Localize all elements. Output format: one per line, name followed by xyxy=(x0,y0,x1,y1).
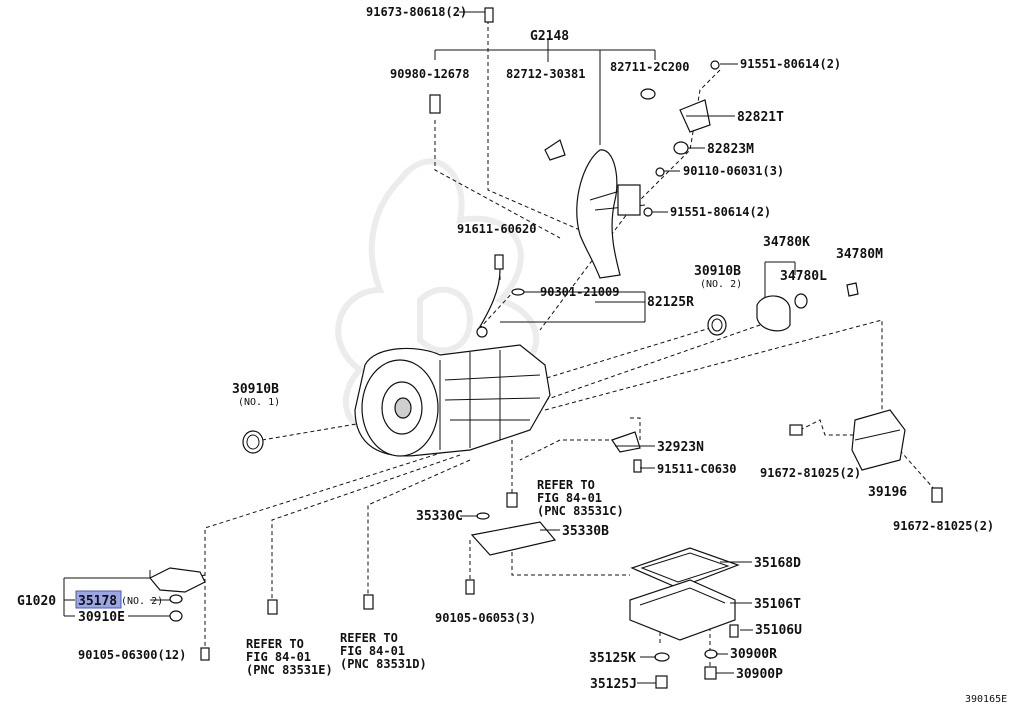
label-35106T[interactable]: 35106T xyxy=(754,597,801,612)
label-91673[interactable]: 91673-80618(2) xyxy=(366,5,467,19)
oil-seal-30910B-no2 xyxy=(707,314,727,336)
label-30900R[interactable]: 30900R xyxy=(730,647,777,662)
bolt-90110 xyxy=(655,167,665,177)
bolt-91673 xyxy=(484,7,494,23)
small-bracket-82712 xyxy=(544,139,566,161)
transmission-case xyxy=(354,344,551,457)
label-refer-a-2: FIG 84-01 xyxy=(537,491,602,505)
bolt-34780M xyxy=(846,282,859,297)
gasket-30910E xyxy=(169,610,183,622)
label-35168D[interactable]: 35168D xyxy=(754,556,801,571)
label-32923N[interactable]: 32923N xyxy=(657,440,704,455)
oil-seal-30910B-no1 xyxy=(242,430,264,454)
strainer-35330B xyxy=(470,521,557,556)
clip-82711 xyxy=(640,88,656,100)
label-35330B[interactable]: 35330B xyxy=(562,524,609,539)
bracket-39196 xyxy=(851,409,906,471)
sensor-ref-b xyxy=(267,599,278,615)
washer-35178-no2 xyxy=(169,594,183,604)
bracket-lines xyxy=(63,40,796,617)
label-90980[interactable]: 90980-12678 xyxy=(390,67,469,81)
magnet-35125K xyxy=(654,652,670,662)
label-30910B-no2[interactable]: 30910B xyxy=(694,264,741,279)
o-ring-34780L xyxy=(794,293,808,309)
label-82125R[interactable]: 82125R xyxy=(647,295,694,310)
bolt-90105-a xyxy=(465,579,475,595)
label-90110[interactable]: 90110-06031(3) xyxy=(683,164,784,178)
label-refer-b-1: REFER TO xyxy=(246,637,304,651)
bolt-91551-b xyxy=(643,207,653,217)
leader-lines xyxy=(179,20,936,670)
label-34780K[interactable]: 34780K xyxy=(763,235,810,250)
label-90301[interactable]: 90301-21009 xyxy=(540,285,619,299)
cover-35178 xyxy=(149,567,206,593)
label-35178-sub: (NO. 2) xyxy=(121,596,163,607)
label-91611[interactable]: 91611-60620 xyxy=(457,222,536,236)
sensor-ref-c xyxy=(363,594,374,610)
label-35178[interactable]: 35178 xyxy=(78,594,117,609)
part-labels: 91673-80618(2) G2148 90980-12678 82712-3… xyxy=(17,5,1007,705)
label-35106U[interactable]: 35106U xyxy=(755,623,802,638)
bolt-90105-b xyxy=(200,647,210,661)
label-90105-a[interactable]: 90105-06053(3) xyxy=(435,611,536,625)
label-91551-a[interactable]: 91551-80614(2) xyxy=(740,57,841,71)
label-82823M[interactable]: 82823M xyxy=(707,142,754,157)
sensor-connector-ref-c xyxy=(506,492,518,508)
label-30910B-no1-sub: (NO. 1) xyxy=(238,397,280,408)
plug-35125J xyxy=(655,675,668,689)
label-30910B-no1[interactable]: 30910B xyxy=(232,382,279,397)
label-91672-b[interactable]: 91672-81025(2) xyxy=(893,519,994,533)
bolt-91672-a xyxy=(789,424,803,436)
label-g2148[interactable]: G2148 xyxy=(530,29,569,44)
label-refer-b-2: FIG 84-01 xyxy=(246,650,311,664)
label-30910E[interactable]: 30910E xyxy=(78,610,125,625)
label-refer-c-2: FIG 84-01 xyxy=(340,644,405,658)
grommet-82823M xyxy=(673,141,689,155)
bolt-91672-b xyxy=(931,487,943,503)
label-82821T[interactable]: 82821T xyxy=(737,110,784,125)
gasket-35168D xyxy=(630,547,740,589)
label-82711[interactable]: 82711-2C200 xyxy=(610,60,689,74)
label-leaders xyxy=(128,11,753,684)
label-g1020[interactable]: G1020 xyxy=(17,594,56,609)
label-91511[interactable]: 91511-C0630 xyxy=(657,462,736,476)
bolt-91511 xyxy=(633,459,642,473)
label-91551-b[interactable]: 91551-80614(2) xyxy=(670,205,771,219)
highlight-35178 xyxy=(75,590,122,609)
label-82712[interactable]: 82712-30381 xyxy=(506,67,585,81)
bolt-91551-a xyxy=(710,60,720,70)
o-ring-90301 xyxy=(511,288,525,296)
label-refer-a-3[interactable]: (PNC 83531C) xyxy=(537,504,624,518)
clamp-32923N xyxy=(611,431,641,453)
label-refer-b-3[interactable]: (PNC 83531E) xyxy=(246,663,333,677)
gasket-30900R xyxy=(704,649,718,659)
bolt-35106U xyxy=(729,624,739,638)
label-30900P[interactable]: 30900P xyxy=(736,667,783,682)
sensor-harness-91611 xyxy=(476,254,504,338)
label-35125J[interactable]: 35125J xyxy=(590,677,637,692)
wiring-harness xyxy=(576,149,646,279)
label-35330C[interactable]: 35330C xyxy=(416,509,463,524)
label-34780L[interactable]: 34780L xyxy=(780,269,827,284)
label-refer-c-3[interactable]: (PNC 83531D) xyxy=(340,657,427,671)
label-91672-a[interactable]: 91672-81025(2) xyxy=(760,466,861,480)
label-35125K[interactable]: 35125K xyxy=(589,651,636,666)
diagram-id: 390165E xyxy=(965,694,1007,705)
plug-30900P xyxy=(704,666,717,680)
label-refer-a-1: REFER TO xyxy=(537,478,595,492)
label-39196[interactable]: 39196 xyxy=(868,485,907,500)
o-ring-35330C xyxy=(476,512,490,520)
oil-pan-35106T xyxy=(629,579,736,641)
label-90105-b[interactable]: 90105-06300(12) xyxy=(78,648,186,662)
label-refer-c-1: REFER TO xyxy=(340,631,398,645)
sensor-34780K xyxy=(756,295,791,332)
label-30910B-no2-sub: (NO. 2) xyxy=(700,279,742,290)
label-34780M[interactable]: 34780M xyxy=(836,247,883,262)
bolt-90980 xyxy=(429,94,441,114)
